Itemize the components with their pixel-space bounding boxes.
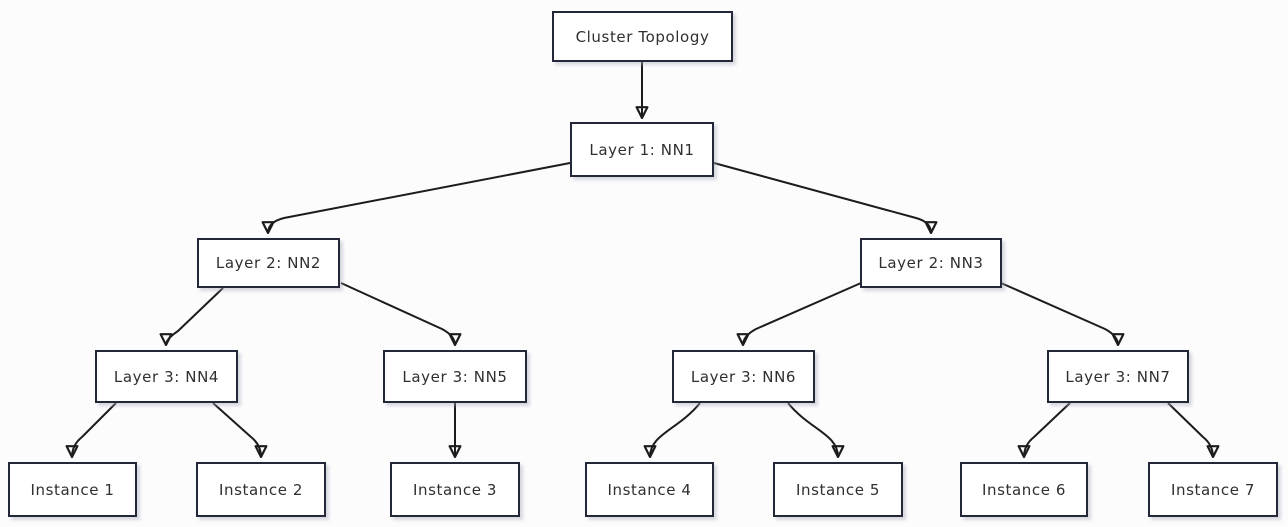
edge-nn4-i2 [212, 402, 268, 459]
node-layer3-nn4: Layer 3: NN4 [95, 350, 238, 403]
edge-nn1-nn3 [713, 162, 938, 235]
node-cluster-topology: Cluster Topology [552, 11, 733, 62]
edge-nn6-i4 [643, 402, 701, 459]
edge-nn1-nn2 [261, 162, 571, 235]
edge-nn4-i1 [65, 402, 117, 459]
node-instance-5: Instance 5 [773, 462, 903, 517]
node-instance-3: Instance 3 [390, 462, 520, 517]
edge-nn7-i6 [1017, 402, 1071, 459]
node-instance-2: Instance 2 [196, 462, 326, 517]
edge-nn3-nn7 [1000, 282, 1125, 347]
node-layer2-nn2: Layer 2: NN2 [197, 238, 340, 288]
node-instance-1: Instance 1 [8, 462, 137, 517]
node-instance-4: Instance 4 [585, 462, 714, 517]
edge-nn7-i7 [1167, 402, 1220, 459]
node-layer3-nn6: Layer 3: NN6 [672, 350, 815, 403]
node-instance-7: Instance 7 [1148, 462, 1278, 517]
node-layer1-nn1: Layer 1: NN1 [570, 122, 714, 177]
edge-nn6-i5 [787, 402, 845, 459]
edge-nn3-nn6 [736, 282, 862, 347]
node-layer2-nn3: Layer 2: NN3 [860, 238, 1002, 288]
edge-nn2-nn5 [340, 282, 462, 347]
node-layer3-nn7: Layer 3: NN7 [1047, 350, 1189, 403]
node-instance-6: Instance 6 [960, 462, 1088, 517]
node-layer3-nn5: Layer 3: NN5 [383, 350, 527, 403]
edge-nn2-nn4 [159, 287, 224, 347]
